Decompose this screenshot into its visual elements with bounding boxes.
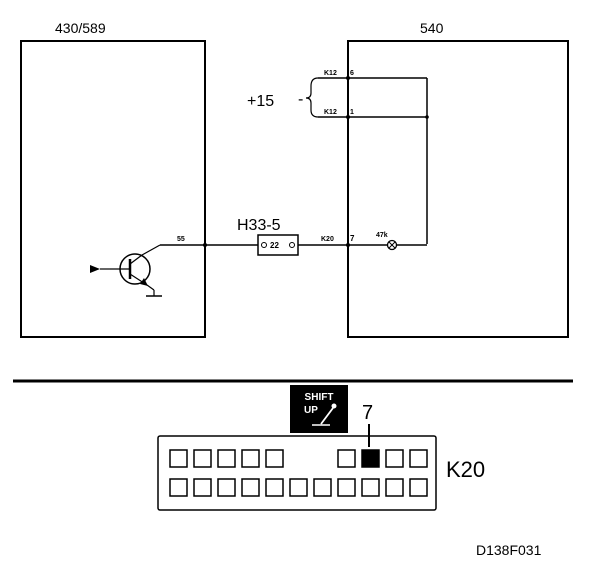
supply-ground-label: - <box>298 91 303 108</box>
indicator-line2: UP <box>304 405 318 416</box>
right-pin-junction <box>346 243 350 247</box>
left-pin-label: 55 <box>177 236 185 243</box>
k20-cavity-bottom <box>385 478 404 497</box>
k20-cavity-bottom <box>313 478 332 497</box>
k20-connector-cells <box>169 449 428 497</box>
right-box-title: 540 <box>420 20 444 36</box>
collector-lead <box>141 244 161 256</box>
k20-cavity-top <box>385 449 404 468</box>
emitter-lead <box>146 284 155 291</box>
k20-connector-label: K20 <box>446 457 485 482</box>
connector-pin-left-icon <box>261 242 267 248</box>
gear-lever-icon <box>320 407 334 425</box>
gear-knob-icon <box>331 403 337 409</box>
k20-cavity-bottom <box>265 478 284 497</box>
right-control-unit-box <box>347 40 569 338</box>
left-pin-junction <box>203 243 207 247</box>
k20-connector-body <box>157 435 437 511</box>
k20-cavity-top <box>409 449 428 468</box>
lamp-cross-b <box>388 241 396 249</box>
k20-cavity-bottom <box>337 478 356 497</box>
right-pin-label: 7 <box>350 234 355 243</box>
emitter-arrow-icon <box>140 278 148 286</box>
lamp-label: 47k <box>376 232 388 239</box>
connector-pin-right-icon <box>289 242 295 248</box>
k20-cavity-highlighted <box>361 449 380 468</box>
k20-cavity-bottom <box>193 478 212 497</box>
k20-cavity-bottom <box>169 478 188 497</box>
connector-pin-label: 22 <box>270 241 279 250</box>
k20-cavity-bottom <box>289 478 308 497</box>
k20-cavity-bottom <box>361 478 380 497</box>
k20-cavity-top <box>169 449 188 468</box>
supply-top-pin: 6 <box>350 70 354 77</box>
transistor-collector <box>129 254 143 265</box>
k20-cavity-bottom <box>409 478 428 497</box>
k20-cavity-top <box>217 449 236 468</box>
supply-junction-top <box>346 76 350 80</box>
k20-cavity-top <box>265 449 284 468</box>
signal-wire-code: K20 <box>321 236 334 243</box>
k20-cavity-top <box>337 449 356 468</box>
figure-reference: D138F031 <box>476 542 542 558</box>
left-control-unit-box <box>20 40 206 338</box>
supply-voltage-label: +15 <box>247 93 274 110</box>
supply-bottom-wire-code: K12 <box>324 109 337 116</box>
left-box-title: 430/589 <box>55 20 106 36</box>
supply-bottom-pin: 1 <box>350 109 354 116</box>
k20-cavity-top <box>241 449 260 468</box>
connector-name: H33-5 <box>237 217 281 234</box>
k20-cavity-top <box>193 449 212 468</box>
supply-top-wire-code: K12 <box>324 70 337 77</box>
pin-callout-number: 7 <box>362 402 373 424</box>
supply-brace <box>305 77 319 118</box>
indicator-line1: SHIFT <box>305 392 334 403</box>
supply-junction-bottom <box>346 115 350 119</box>
k20-cavity-bottom <box>217 478 236 497</box>
base-signal-arrow-icon <box>90 265 100 273</box>
k20-cavity-bottom <box>241 478 260 497</box>
